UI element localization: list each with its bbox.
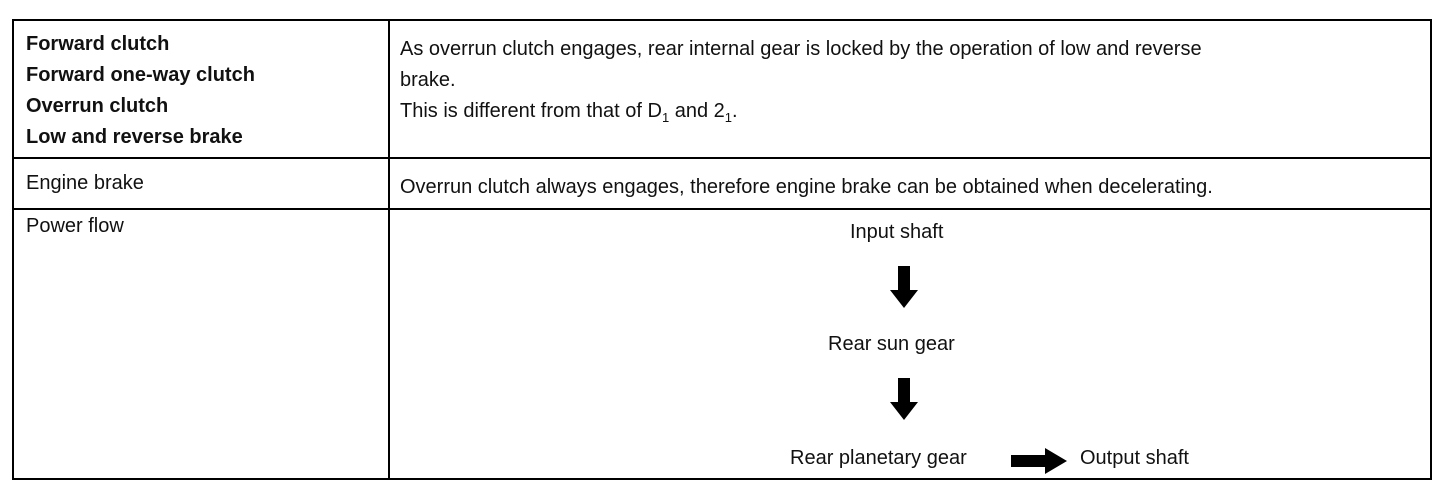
flow-rear-planetary-gear: Rear planetary gear	[790, 447, 967, 469]
column-divider	[388, 21, 390, 478]
flow-input-shaft: Input shaft	[850, 221, 944, 243]
description-line-3-prefix: This is different from that of D	[400, 100, 662, 122]
description-line-1: As overrun clutch engages, rear internal…	[400, 38, 1202, 60]
engaged-element: Low and reverse brake	[26, 126, 243, 148]
engine-brake-label: Engine brake	[26, 172, 144, 194]
row-divider-2	[14, 208, 1430, 210]
engine-brake-description: Overrun clutch always engages, therefore…	[400, 176, 1213, 198]
arrow-down-icon	[890, 378, 918, 420]
arrow-down-icon	[890, 266, 918, 308]
row-divider-1	[14, 157, 1430, 159]
flow-rear-sun-gear: Rear sun gear	[828, 333, 955, 355]
description-line-3-mid: and 2	[669, 100, 725, 122]
engaged-element: Forward clutch	[26, 33, 170, 55]
engaged-element: Forward one-way clutch	[26, 64, 255, 86]
power-flow-label: Power flow	[26, 215, 124, 237]
engaged-elements-list: Forward clutch Forward one-way clutch Ov…	[26, 29, 255, 153]
subscript-2: 1	[724, 110, 733, 125]
description-line-3: This is different from that of D1 and 21…	[400, 96, 1202, 128]
engaged-element: Overrun clutch	[26, 95, 169, 117]
row1-description: As overrun clutch engages, rear internal…	[400, 34, 1202, 128]
description-line-2: brake.	[400, 69, 456, 91]
flow-output-shaft: Output shaft	[1080, 447, 1189, 469]
arrow-right-icon	[1011, 448, 1067, 474]
description-line-3-suffix: .	[732, 100, 738, 122]
operation-table: Forward clutch Forward one-way clutch Ov…	[12, 19, 1432, 480]
subscript-1: 1	[661, 110, 670, 125]
